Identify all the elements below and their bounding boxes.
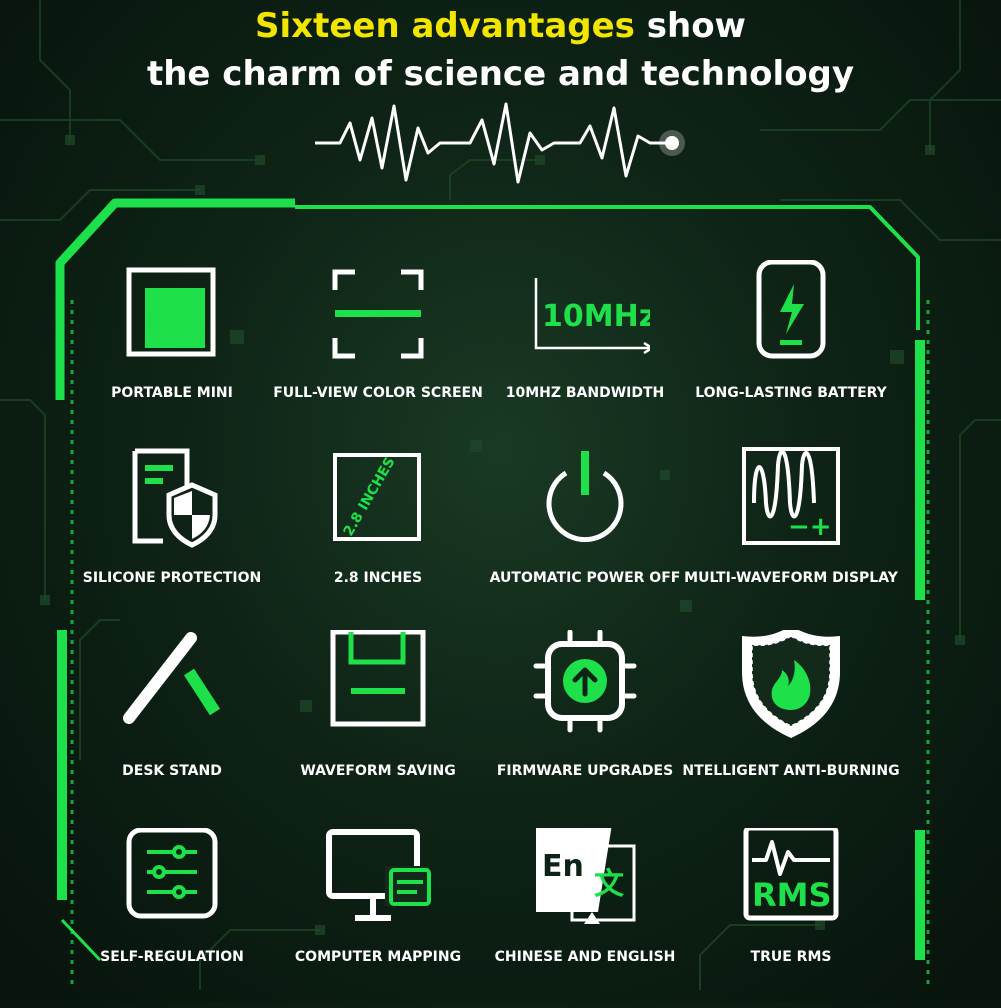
feature-intelligent-anti-burning: NTELLIGENT ANTI-BURNING <box>682 630 900 810</box>
feature-10mhz-bandwidth: 10MHz 10MHZ BANDWIDTH <box>480 260 690 440</box>
feature-silicone-protection: SILICONE PROTECTION <box>67 445 277 625</box>
headline-line-1: Sixteen advantages show <box>0 6 1001 46</box>
bandwidth-icon: 10MHz <box>534 278 650 355</box>
feature-chinese-and-english: En 文 CHINESE AND ENGLISH <box>480 828 690 1008</box>
shield-document-icon <box>132 448 218 548</box>
feature-label: TRUE RMS <box>750 949 832 965</box>
save-floppy-icon <box>330 630 426 727</box>
waveform-signs: −+ <box>788 512 832 542</box>
headline-line-2: the charm of science and technology <box>146 54 855 94</box>
bandwidth-value: 10MHz <box>542 299 650 334</box>
feature-label: 2.8 INCHES <box>333 570 423 586</box>
power-icon <box>546 451 624 543</box>
feature-label: FIRMWARE UPGRADES <box>496 763 674 779</box>
feature-label: COMPUTER MAPPING <box>294 949 462 965</box>
feature-2-8-inches: 2.8 INCHES 2.8 INCHES <box>273 445 483 625</box>
feature-label: MULTI-WAVEFORM DISPLAY <box>684 570 898 586</box>
rms-icon: RMS <box>743 828 839 921</box>
feature-automatic-power-off: AUTOMATIC POWER OFF <box>480 445 690 625</box>
feature-multi-waveform-display: −+ MULTI-WAVEFORM DISPLAY <box>684 445 898 625</box>
language-icon: En 文 <box>536 828 636 924</box>
rms-text: RMS <box>752 876 832 914</box>
feature-computer-mapping: COMPUTER MAPPING <box>273 828 483 1008</box>
headline-highlight: Sixteen advantages <box>255 6 635 46</box>
feature-full-view-screen: FULL-VIEW COLOR SCREEN <box>273 260 483 440</box>
portable-mini-icon <box>126 267 216 357</box>
feature-self-regulation: SELF-REGULATION <box>67 828 277 1008</box>
flame-shield-icon <box>742 630 840 738</box>
screen-size-icon: 2.8 INCHES <box>333 453 421 541</box>
computer-monitor-icon <box>326 829 431 921</box>
waveform-display-icon: −+ <box>742 447 840 545</box>
feature-label: SILICONE PROTECTION <box>82 570 262 586</box>
feature-label: PORTABLE MINI <box>111 385 233 401</box>
screen-size-text: 2.8 INCHES <box>341 455 399 539</box>
feature-firmware-upgrades: FIRMWARE UPGRADES <box>480 630 690 810</box>
feature-label: WAVEFORM SAVING <box>300 763 456 779</box>
full-view-screen-icon <box>332 269 424 359</box>
feature-label: 10MHZ BANDWIDTH <box>505 385 665 401</box>
chip-upgrade-icon <box>533 630 637 733</box>
language-zh: 文 <box>594 867 624 902</box>
feature-label: SELF-REGULATION <box>100 949 244 965</box>
feature-label: AUTOMATIC POWER OFF <box>489 570 681 586</box>
language-en: En <box>542 849 584 884</box>
battery-phone-icon <box>756 260 826 359</box>
feature-long-lasting-battery: LONG-LASTING BATTERY <box>686 260 896 440</box>
feature-desk-stand: DESK STAND <box>67 630 277 810</box>
feature-label: LONG-LASTING BATTERY <box>695 385 887 401</box>
headline-rest: show <box>634 6 746 46</box>
feature-portable-mini: PORTABLE MINI <box>67 260 277 440</box>
feature-label: DESK STAND <box>122 763 222 779</box>
sliders-icon <box>126 828 218 919</box>
desk-stand-icon <box>123 632 221 724</box>
heartbeat-pulse-icon <box>315 102 685 184</box>
feature-label: NTELLIGENT ANTI-BURNING <box>682 763 900 779</box>
feature-waveform-saving: WAVEFORM SAVING <box>273 630 483 810</box>
feature-label: FULL-VIEW COLOR SCREEN <box>273 385 483 401</box>
feature-label: CHINESE AND ENGLISH <box>494 949 676 965</box>
feature-true-rms: RMS TRUE RMS <box>686 828 896 1008</box>
